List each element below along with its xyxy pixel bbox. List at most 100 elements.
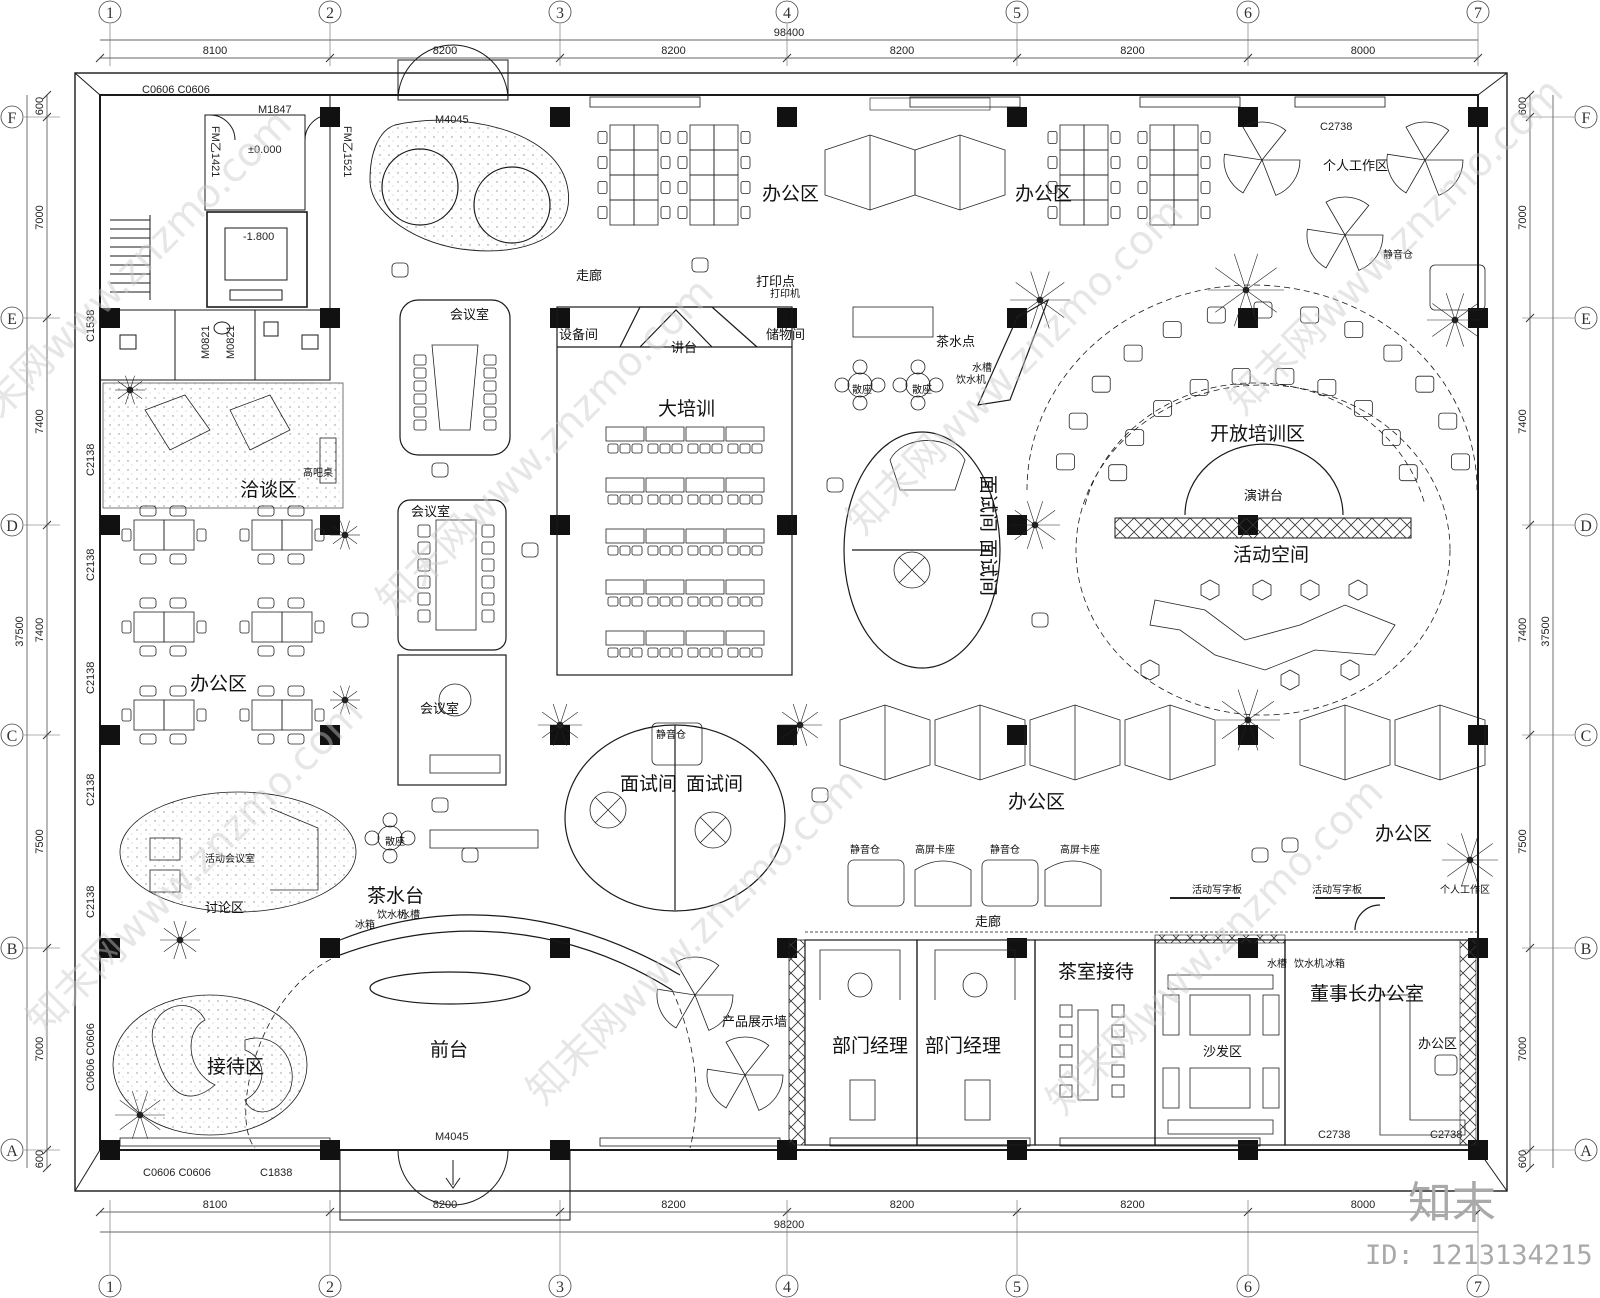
small-label: 水槽 bbox=[972, 361, 992, 374]
chair bbox=[413, 380, 427, 392]
training-chair bbox=[647, 443, 659, 454]
plant-pot bbox=[176, 936, 184, 944]
dimension-value: 8200 bbox=[890, 45, 914, 57]
chair bbox=[1047, 206, 1058, 219]
hiback-booth bbox=[1044, 860, 1102, 907]
discussion-seat bbox=[269, 807, 319, 891]
room-label: 设备间 bbox=[559, 327, 598, 343]
dimension-value: 7000 bbox=[34, 205, 46, 229]
training-chair bbox=[607, 647, 619, 658]
interview-table bbox=[893, 551, 931, 589]
chair bbox=[239, 620, 250, 634]
desk bbox=[609, 199, 635, 226]
structural-column bbox=[100, 1140, 120, 1160]
desk bbox=[1173, 174, 1199, 201]
training-chair bbox=[711, 545, 723, 556]
structural-column bbox=[550, 938, 570, 958]
chair bbox=[1110, 206, 1121, 219]
training-chair bbox=[671, 494, 683, 505]
training-chair bbox=[739, 596, 751, 607]
brand-logo: 知末 bbox=[1408, 1178, 1496, 1229]
chair bbox=[413, 419, 427, 431]
door-code: M0821 bbox=[200, 325, 212, 359]
desk bbox=[1083, 149, 1109, 176]
structural-column bbox=[1238, 107, 1258, 127]
small-label: 散座 bbox=[385, 835, 405, 848]
dimension-value: 600 bbox=[1517, 97, 1529, 115]
chair bbox=[139, 733, 157, 745]
manager-desk bbox=[964, 1079, 991, 1121]
pinwheel-desk bbox=[1344, 234, 1384, 271]
training-chair bbox=[1231, 367, 1251, 385]
chair bbox=[257, 733, 275, 745]
room-label: 讨论区 bbox=[205, 901, 244, 916]
training-chair bbox=[711, 494, 723, 505]
structural-column bbox=[550, 515, 570, 535]
axis-bubble bbox=[1005, 1274, 1029, 1298]
plant-pot bbox=[1451, 316, 1459, 324]
reception-counter bbox=[889, 440, 966, 491]
axis-label: E bbox=[1581, 311, 1591, 328]
axis-label: F bbox=[8, 110, 17, 127]
armchair bbox=[1162, 994, 1180, 1036]
training-desk bbox=[645, 579, 685, 595]
room-label: 办公区 bbox=[1375, 823, 1432, 845]
small-label: 静音仓 bbox=[1383, 248, 1413, 261]
desk bbox=[1149, 149, 1175, 176]
training-chair bbox=[647, 494, 659, 505]
training-chair bbox=[631, 494, 643, 505]
axis-label: 4 bbox=[783, 5, 791, 22]
plant bbox=[1221, 719, 1249, 740]
chair bbox=[417, 592, 431, 606]
room-label: 办公区 bbox=[190, 673, 247, 695]
lounge-stool bbox=[834, 377, 850, 393]
room-label: 个人工作区 bbox=[1323, 159, 1388, 174]
small-label: 散座 bbox=[852, 383, 872, 396]
chair bbox=[1137, 131, 1148, 144]
stool bbox=[149, 869, 181, 893]
axis-bubble bbox=[0, 306, 24, 330]
training-desk bbox=[645, 528, 685, 544]
hex-seat bbox=[1348, 579, 1368, 601]
plant-pot bbox=[1242, 286, 1250, 294]
training-desk bbox=[685, 426, 725, 442]
hex-seat bbox=[1280, 669, 1300, 691]
chair bbox=[417, 575, 431, 589]
axis-bubble bbox=[1466, 0, 1490, 24]
training-desk bbox=[605, 528, 645, 544]
chair bbox=[677, 156, 688, 169]
room-label: 面试间 bbox=[977, 475, 999, 532]
structural-column bbox=[550, 1140, 570, 1160]
window-code: C0606 C0606 bbox=[142, 84, 210, 96]
room-label: 办公区 bbox=[1008, 791, 1065, 813]
window-code: C2138 bbox=[85, 774, 97, 806]
plant bbox=[1027, 501, 1036, 526]
interview-table bbox=[694, 811, 732, 849]
chair bbox=[740, 181, 751, 194]
training-chair bbox=[1415, 375, 1435, 393]
chair bbox=[314, 708, 325, 722]
plant bbox=[1454, 293, 1464, 321]
plant bbox=[139, 1091, 148, 1116]
plant bbox=[1237, 719, 1249, 751]
chair bbox=[1059, 1004, 1073, 1018]
training-chair bbox=[619, 596, 631, 607]
axis-label: 3 bbox=[556, 5, 564, 22]
chair bbox=[1110, 181, 1121, 194]
room-labels: 办公区 办公区 个人工作区 走廊 打印点 设备间 讲台 储物间 大培训 茶水点 … bbox=[190, 159, 1457, 1078]
chair bbox=[287, 645, 305, 657]
loose-chair bbox=[391, 262, 409, 278]
dimension-tick bbox=[95, 1207, 105, 1217]
training-chair bbox=[711, 647, 723, 658]
lounge-stool bbox=[852, 359, 868, 375]
small-label: 活动会议室 bbox=[205, 852, 255, 865]
chair bbox=[483, 406, 497, 418]
training-desk bbox=[725, 528, 765, 544]
main-entrances bbox=[339, 44, 571, 1221]
training-chair bbox=[607, 596, 619, 607]
small-labels: 静音仓 静音仓 静音仓 静音仓 高屏卡座 高屏卡座 活动写字板 活动写字板 个人… bbox=[205, 248, 1490, 970]
desk bbox=[281, 519, 313, 551]
room-label: 洽谈区 bbox=[240, 479, 297, 501]
plant bbox=[799, 704, 808, 726]
